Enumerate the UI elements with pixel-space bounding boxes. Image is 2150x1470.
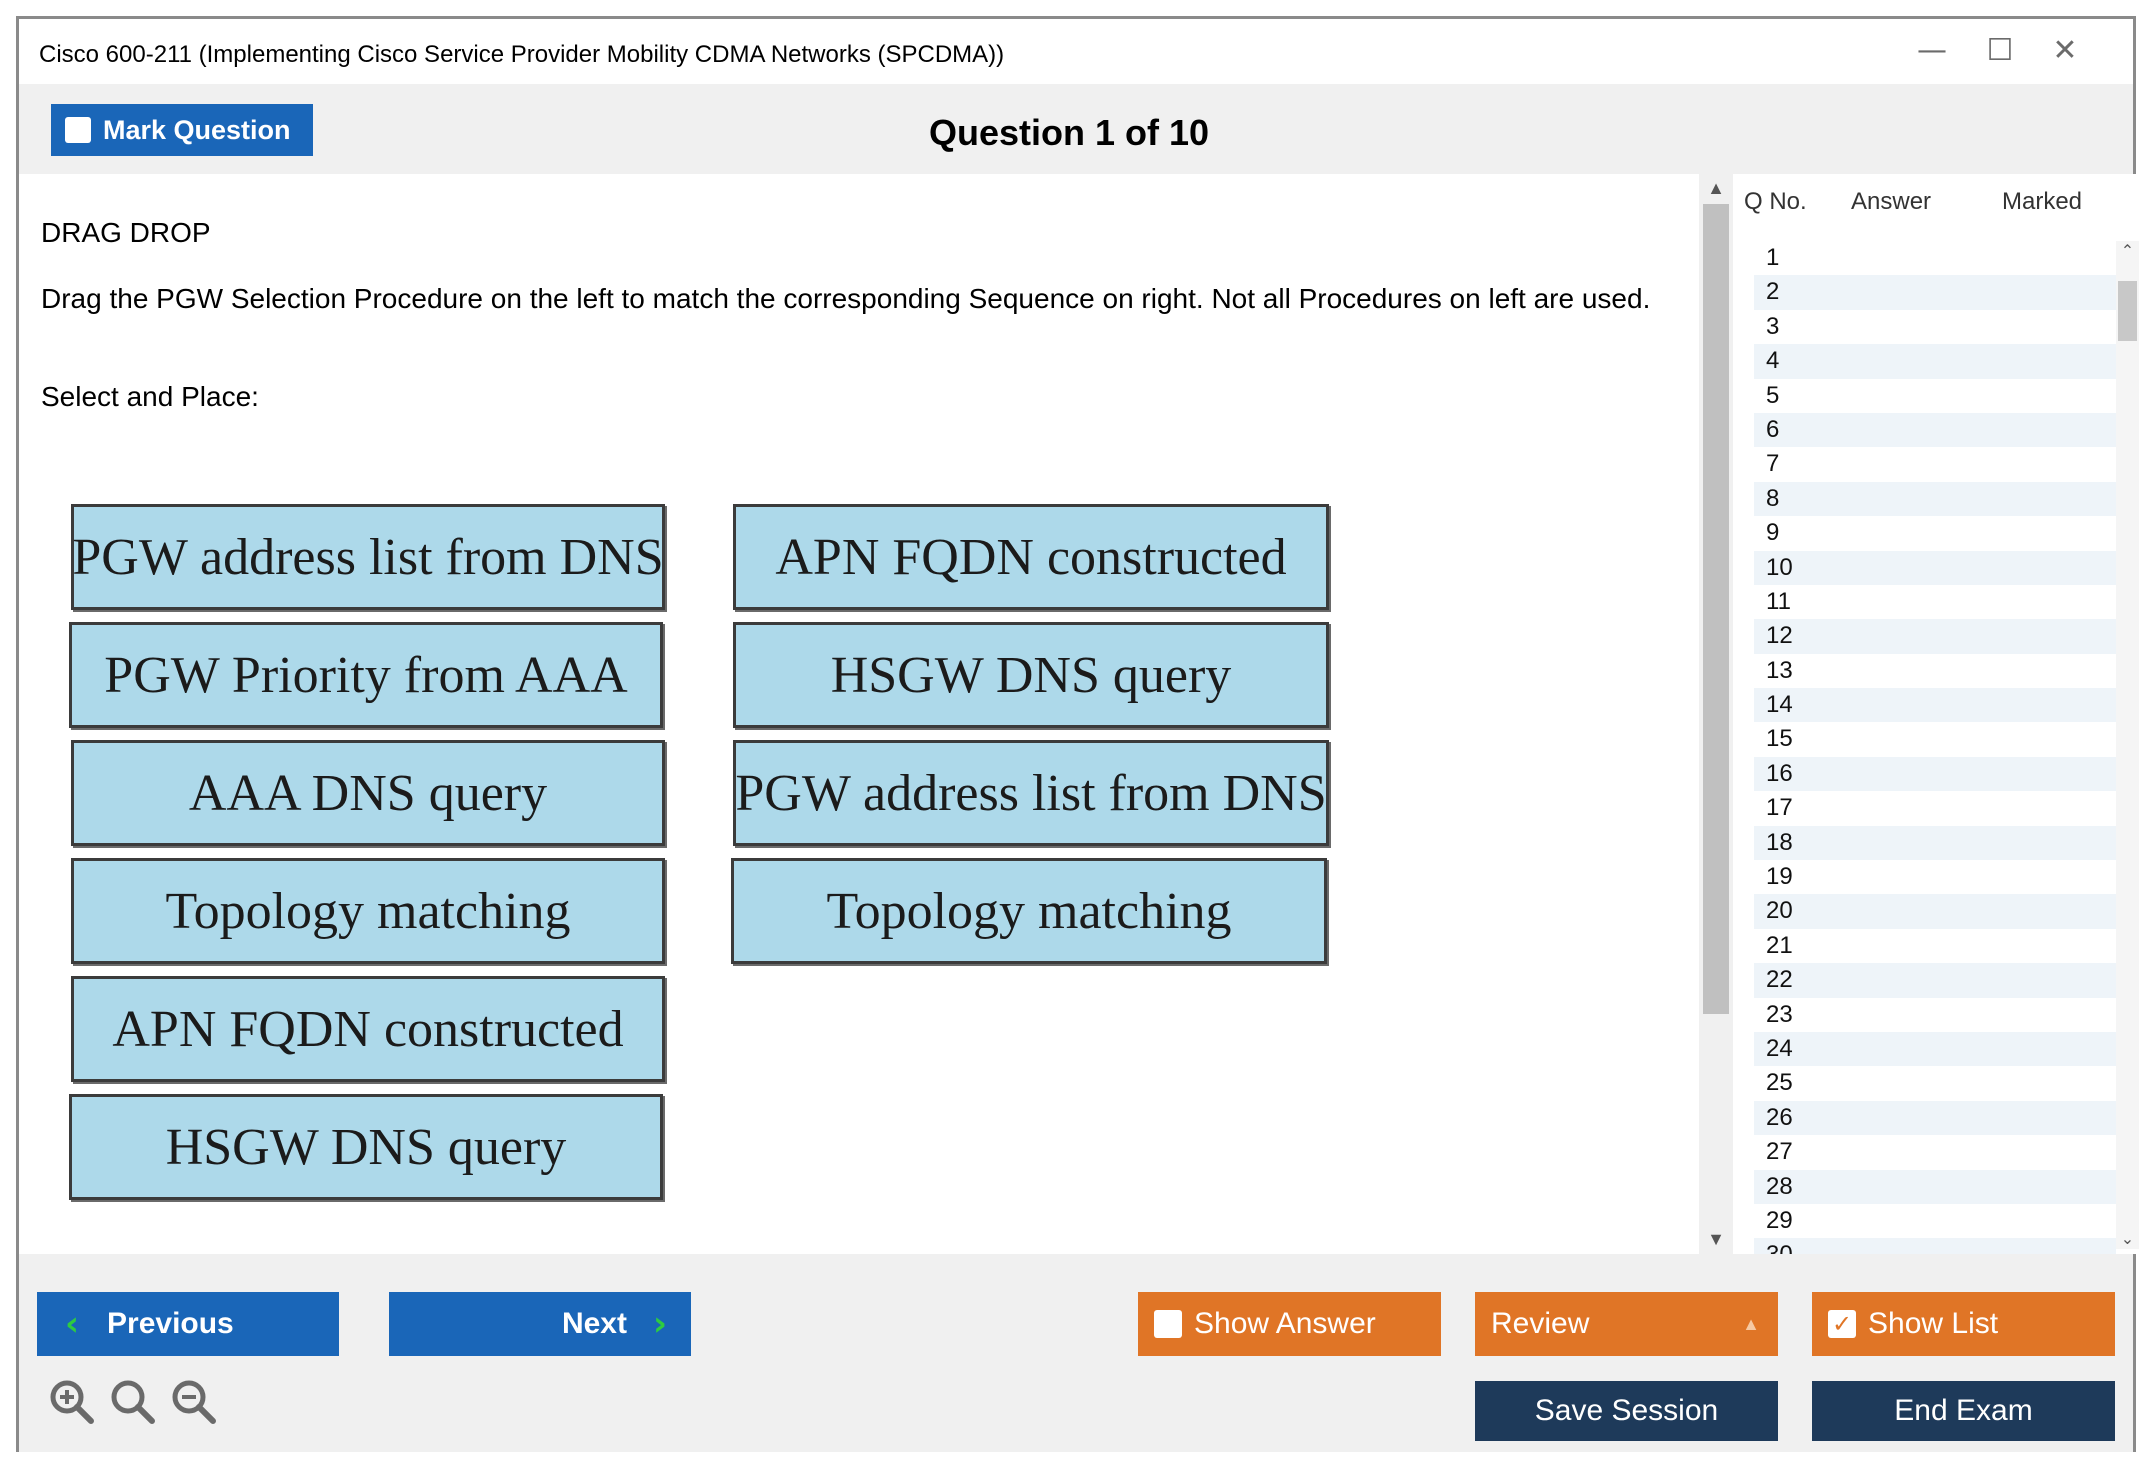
question-list-row[interactable]: 11 <box>1766 587 1791 615</box>
question-list-row[interactable]: 20 <box>1754 894 2116 929</box>
chevron-right-icon: › <box>652 1304 667 1344</box>
checkbox-icon <box>65 117 91 143</box>
zoom-reset-icon[interactable] <box>108 1377 158 1427</box>
previous-label: Previous <box>107 1307 234 1340</box>
question-list-header: Q No. Answer Marked <box>1734 174 2139 230</box>
question-list-row[interactable]: 28 <box>1754 1169 2116 1204</box>
right-slot-3[interactable]: PGW address list from DNS <box>733 740 1329 846</box>
question-list-row[interactable]: 10 <box>1754 550 2116 585</box>
left-tile-3[interactable]: AAA DNS query <box>71 740 665 846</box>
question-content: DRAG DROP Drag the PGW Selection Procedu… <box>19 174 1697 1254</box>
question-list-row[interactable]: 14 <box>1754 688 2116 723</box>
left-tile-6[interactable]: HSGW DNS query <box>69 1094 663 1200</box>
question-list-row[interactable]: 19 <box>1766 863 1793 891</box>
chevron-up-icon[interactable]: ⌃ <box>2120 243 2135 260</box>
left-tile-2[interactable]: PGW Priority from AAA <box>69 622 663 728</box>
question-counter: Question 1 of 10 <box>928 112 1210 153</box>
previous-button[interactable]: ‹ Previous <box>37 1292 339 1356</box>
question-list-row[interactable]: 3 <box>1766 312 1780 340</box>
chevron-left-icon: ‹ <box>65 1304 80 1344</box>
col-marked[interactable]: Marked <box>2002 188 2083 215</box>
question-type: DRAG DROP <box>41 217 211 248</box>
question-list-row[interactable]: 25 <box>1766 1069 1793 1097</box>
question-list-row[interactable]: 5 <box>1766 381 1780 409</box>
right-slot-4[interactable]: Topology matching <box>731 858 1327 964</box>
question-list-row[interactable]: 21 <box>1766 931 1793 959</box>
question-list-row[interactable]: 7 <box>1766 450 1780 478</box>
question-list-row[interactable]: 26 <box>1754 1100 2116 1136</box>
question-header: Mark Question Question 1 of 10 <box>19 84 2133 174</box>
content-scrollbar[interactable]: ▲ ▼ <box>1699 174 1733 1254</box>
question-instruction: Drag the PGW Selection Procedure on the … <box>41 283 1651 314</box>
list-scroll-thumb[interactable] <box>2118 281 2137 341</box>
question-list-row[interactable]: 18 <box>1754 825 2116 861</box>
right-slot-1[interactable]: APN FQDN constructed <box>733 504 1329 610</box>
window-title: Cisco 600-211 (Implementing Cisco Servic… <box>39 41 1005 68</box>
title-bar: Cisco 600-211 (Implementing Cisco Servic… <box>19 19 2133 84</box>
mark-question-label: Mark Question <box>103 114 291 145</box>
show-list-button[interactable]: ✓ Show List <box>1812 1292 2115 1356</box>
save-session-button[interactable]: Save Session <box>1475 1381 1778 1441</box>
mark-question-button[interactable]: Mark Question <box>51 104 313 156</box>
col-q-no[interactable]: Q No. <box>1744 188 1807 215</box>
show-list-label: Show List <box>1868 1307 1999 1340</box>
next-button[interactable]: Next › <box>389 1292 691 1356</box>
maximize-button[interactable]: ☐ <box>1986 33 2014 68</box>
show-answer-button[interactable]: Show Answer <box>1138 1292 1441 1356</box>
review-label: Review <box>1491 1307 1590 1340</box>
question-list-row[interactable]: 22 <box>1754 963 2116 998</box>
question-list-row[interactable]: 23 <box>1766 1000 1793 1028</box>
chevron-down-icon[interactable]: ⌄ <box>2120 1231 2135 1248</box>
footer-bar: ‹ Previous Next › Show Answer Review ▲ ✓… <box>19 1254 2133 1452</box>
question-list-row[interactable]: 27 <box>1766 1138 1793 1166</box>
zoom-in-icon[interactable] <box>47 1377 97 1427</box>
show-answer-label: Show Answer <box>1194 1307 1376 1340</box>
zoom-out-icon[interactable] <box>169 1377 219 1427</box>
question-list-row[interactable]: 6 <box>1754 412 2116 448</box>
next-label: Next <box>561 1307 627 1340</box>
left-tile-1[interactable]: PGW address list from DNS <box>71 504 665 610</box>
question-list-row[interactable]: 9 <box>1766 519 1780 547</box>
col-answer[interactable]: Answer <box>1851 188 1932 215</box>
checkmark-icon: ✓ <box>1828 1310 1856 1338</box>
question-list-row[interactable]: 15 <box>1766 725 1793 753</box>
question-list-row[interactable]: 29 <box>1766 1206 1793 1234</box>
question-prompt: Select and Place: <box>41 381 259 412</box>
question-list-row[interactable]: 13 <box>1766 656 1793 684</box>
scroll-down-arrow-icon[interactable]: ▼ <box>1707 1229 1725 1249</box>
review-dropdown[interactable]: Review ▲ <box>1475 1292 1778 1356</box>
right-slot-2[interactable]: HSGW DNS query <box>733 622 1329 728</box>
question-list-row[interactable]: 8 <box>1754 481 2116 517</box>
caret-up-icon: ▲ <box>1742 1313 1760 1334</box>
scroll-up-arrow-icon[interactable]: ▲ <box>1707 178 1725 198</box>
question-list-row[interactable]: 16 <box>1754 756 2116 792</box>
left-tile-5[interactable]: APN FQDN constructed <box>71 976 665 1082</box>
left-tile-4[interactable]: Topology matching <box>71 858 665 964</box>
end-exam-button[interactable]: End Exam <box>1812 1381 2115 1441</box>
question-list-row[interactable]: 2 <box>1754 275 2116 310</box>
question-list-row[interactable]: 24 <box>1754 1031 2116 1067</box>
checkbox-icon <box>1154 1310 1182 1338</box>
question-list-row[interactable]: 1 <box>1766 244 1780 271</box>
list-scrollbar[interactable]: ⌃ ⌄ <box>2116 241 2139 1249</box>
question-list-row[interactable]: 4 <box>1754 344 2116 379</box>
exam-window: Cisco 600-211 (Implementing Cisco Servic… <box>16 16 2139 1452</box>
question-list-row[interactable]: 12 <box>1754 619 2116 654</box>
content-scroll-thumb[interactable] <box>1703 204 1729 1014</box>
question-list-row[interactable]: 17 <box>1766 794 1793 822</box>
minimize-button[interactable]: — <box>1917 33 1947 68</box>
close-button[interactable]: ✕ <box>2052 33 2078 68</box>
